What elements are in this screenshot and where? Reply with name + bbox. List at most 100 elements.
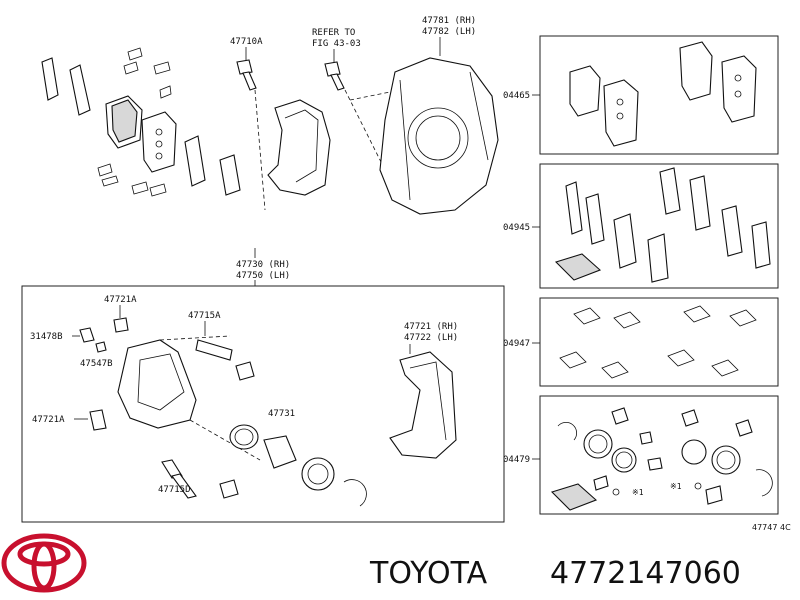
pad-hole <box>734 74 742 82</box>
pad-part <box>679 41 713 101</box>
refer-fig-group: REFER TO FIG 43-03 <box>312 28 361 91</box>
piston-boot-inner <box>307 463 329 485</box>
kit-04945-box <box>539 163 779 289</box>
label-47781: 47781 (RH) <box>422 16 476 26</box>
label-47721a-bottom: 47721A <box>32 415 65 425</box>
clip-part <box>153 61 171 75</box>
label-47730: 47730 (RH) <box>236 260 290 270</box>
piston-seal <box>681 439 707 465</box>
bleeder-part <box>89 409 107 431</box>
pad-part <box>141 111 177 173</box>
shim-part <box>751 221 771 269</box>
label-fig-ref: FIG 43-03 <box>312 39 361 49</box>
label-47731: 47731 <box>268 409 295 419</box>
pad-hole <box>155 128 163 136</box>
piston-seal-inner <box>234 428 254 446</box>
label-04465: 04465 <box>503 91 530 101</box>
kit-04465-group: 04465 <box>503 35 779 155</box>
label-47715a: 47715A <box>188 311 221 321</box>
pad-part <box>721 55 757 123</box>
pin-boot <box>611 407 629 425</box>
snap-ring <box>755 469 773 497</box>
clip-part <box>683 305 711 323</box>
pin-boot <box>235 361 255 381</box>
shim-part <box>219 154 241 196</box>
shim-part <box>69 64 91 116</box>
clip-part <box>711 359 739 377</box>
shim-part <box>659 167 681 215</box>
piston-seal <box>611 447 637 473</box>
shim-part <box>689 175 711 231</box>
pin-boot <box>735 419 753 437</box>
piston <box>263 435 297 469</box>
dust-shield <box>379 57 499 215</box>
clip-part <box>123 61 139 75</box>
slide-pin <box>195 339 233 361</box>
kit-04945-group: 04945 <box>503 163 779 289</box>
kit-04479-group: 04479 ※1 ※1 <box>503 395 779 515</box>
pin-boot <box>219 479 239 499</box>
label-refer-to: REFER TO <box>312 28 355 38</box>
cap-part <box>647 457 663 471</box>
cap-part <box>79 327 95 343</box>
shield-rib <box>469 71 489 161</box>
piston-boot <box>583 429 613 459</box>
caliper-assembly-group: 47730 (RH) 47750 (LH) 47721A 31478B 4754… <box>21 248 505 523</box>
label-47750: 47750 (LH) <box>236 271 290 281</box>
brand-name: TOYOTA <box>369 556 488 591</box>
label-47721a-top: 47721A <box>104 295 137 305</box>
bolt-head <box>236 59 253 75</box>
shim-part <box>565 181 583 235</box>
washer-part <box>612 488 620 496</box>
label-star1-a: ※1 <box>632 488 644 497</box>
toyota-logo-icon <box>1 533 87 593</box>
cap-part <box>705 485 723 505</box>
bracket-detail <box>409 361 447 441</box>
piston-boot-inner <box>716 450 736 470</box>
clip-part <box>613 311 641 329</box>
loose-pad-parts-group <box>41 47 241 197</box>
label-04947: 04947 <box>503 339 530 349</box>
label-47710a: 47710A <box>230 37 263 47</box>
shim-part <box>721 205 743 257</box>
clip-part <box>559 351 587 369</box>
shield-hole <box>407 107 469 169</box>
clip-part <box>601 361 629 379</box>
kit-04947-group: 04947 <box>503 297 779 387</box>
clip-part <box>159 85 172 99</box>
label-47722: 47722 (LH) <box>404 333 458 343</box>
shield-rib <box>399 79 411 201</box>
caliper-detail <box>137 353 185 411</box>
bleeder-part <box>113 317 129 333</box>
piston-boot <box>711 445 741 475</box>
pad-part <box>569 65 601 117</box>
bolt-head <box>324 61 341 77</box>
pad-hole <box>616 98 624 106</box>
piston-seal <box>229 424 259 450</box>
caliper-body <box>117 339 197 429</box>
shim-part <box>647 233 669 283</box>
shim-part <box>613 213 637 269</box>
bracket-detail <box>284 109 319 183</box>
label-star1-b: ※1 <box>670 482 682 491</box>
kit-04479-box <box>539 395 779 515</box>
clip-part <box>97 163 113 177</box>
clip-part <box>131 181 149 195</box>
clip-part <box>149 183 167 197</box>
label-04945: 04945 <box>503 223 530 233</box>
clip-part <box>127 47 143 61</box>
pad-hole <box>734 90 742 98</box>
shim-part <box>585 193 605 245</box>
mounting-bracket-group <box>254 89 401 211</box>
clip-part <box>729 309 757 327</box>
pin-boot <box>681 409 699 427</box>
piston-boot-inner <box>588 434 608 454</box>
cap-part <box>593 475 609 491</box>
piston-seal-inner <box>615 451 633 469</box>
label-47715d: 47715D <box>158 485 191 495</box>
mounting-bracket <box>267 99 331 196</box>
label-04479: 04479 <box>503 455 530 465</box>
snap-ring <box>557 422 578 441</box>
